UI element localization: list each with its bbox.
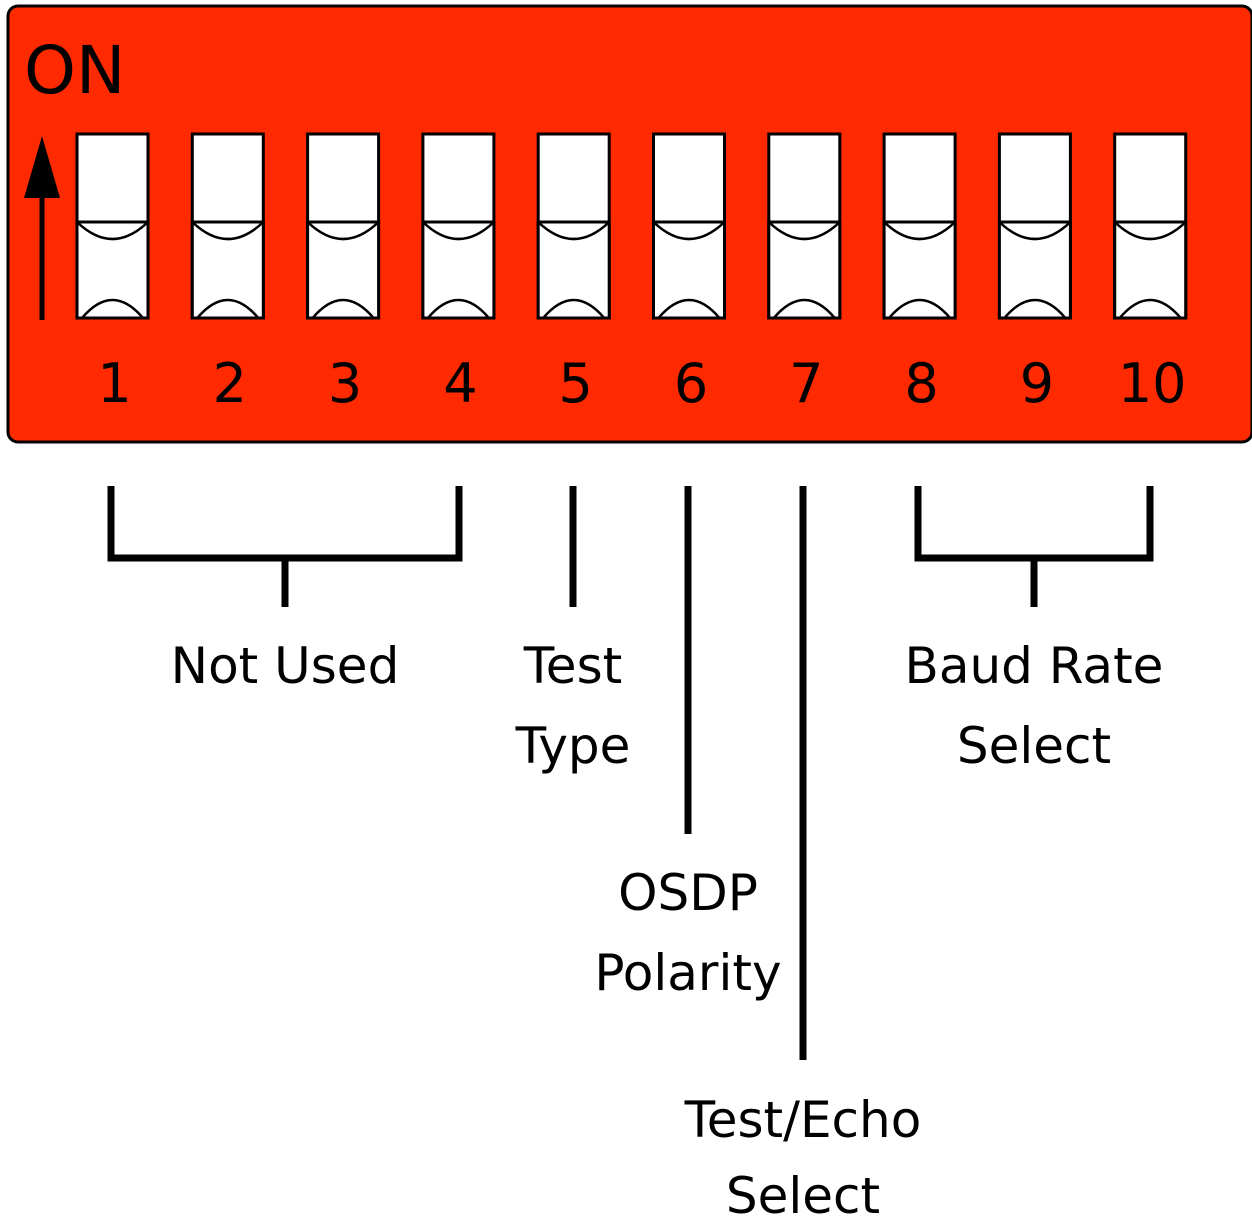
knob-top-arc: [422, 221, 495, 241]
baud-rate-label-line1: Baud Rate: [905, 637, 1164, 695]
knob-bottom-arc: [1118, 298, 1182, 319]
knob-bottom-arc: [311, 298, 375, 319]
knob-bottom-arc: [657, 298, 721, 319]
knob-bottom-arc: [1003, 298, 1067, 319]
switch-number-5: 5: [559, 352, 593, 415]
switch-body: [6, 4, 1252, 444]
knob-top-arc: [998, 221, 1072, 241]
knob-bottom-arc: [772, 298, 836, 319]
switch-knob[interactable]: [306, 220, 381, 320]
switch-knob[interactable]: [652, 220, 726, 320]
switch-knob[interactable]: [75, 220, 150, 320]
switch-number-4: 4: [443, 352, 477, 415]
knob-top-arc: [191, 221, 265, 241]
test-type-label-line2: Type: [515, 717, 631, 775]
dip-switch-8[interactable]: [882, 132, 957, 320]
knob-top-arc: [767, 221, 841, 241]
knob-top-arc: [537, 221, 611, 241]
switch-knob[interactable]: [421, 220, 496, 320]
switch-number-2: 2: [213, 352, 247, 415]
baud-rate-bracket: [914, 486, 1154, 562]
test-type-label-line1: Test: [523, 637, 622, 695]
switch-number-6: 6: [674, 352, 708, 415]
switch-number-8: 8: [904, 352, 938, 415]
switch-number-10: 10: [1118, 352, 1187, 415]
osdp-polarity-label-line2: Polarity: [594, 944, 781, 1002]
switch-number-7: 7: [789, 352, 823, 415]
knob-bottom-arc: [81, 298, 144, 319]
switch-knob[interactable]: [1113, 220, 1188, 320]
not-used-label: Not Used: [171, 637, 400, 695]
dip-switch-10[interactable]: [1113, 132, 1188, 320]
knob-bottom-arc: [426, 298, 490, 319]
knob-top-arc: [883, 221, 956, 241]
switch-array: 1 2 3 4 5 6 7 8 9 10: [75, 132, 1188, 415]
switch-knob[interactable]: [767, 220, 842, 320]
switch-knob[interactable]: [997, 220, 1072, 320]
switch-number-3: 3: [328, 352, 362, 415]
dip-switch-4[interactable]: [421, 132, 496, 320]
osdp-polarity-label-line1: OSDP: [618, 864, 758, 922]
not-used-bracket: [107, 486, 463, 562]
dip-switch-9[interactable]: [997, 132, 1072, 320]
test-echo-label-line1: Test/Echo: [684, 1091, 922, 1149]
knob-top-arc: [76, 221, 149, 241]
knob-top-arc: [306, 221, 380, 241]
dip-switch-7[interactable]: [767, 132, 842, 320]
baud-rate-label-line2: Select: [957, 717, 1111, 775]
switch-knob[interactable]: [536, 220, 611, 320]
knob-top-arc: [1113, 221, 1187, 241]
knob-bottom-arc: [542, 298, 606, 319]
on-label: ON: [24, 32, 125, 109]
up-arrow-icon: [24, 136, 60, 320]
dip-switch-1[interactable]: [75, 132, 150, 320]
knob-bottom-arc: [196, 298, 260, 319]
knob-top-arc: [652, 221, 726, 241]
dip-switch-6[interactable]: [652, 132, 726, 320]
switch-number-9: 9: [1020, 352, 1054, 415]
group-brackets: [107, 486, 1154, 1060]
switch-knob[interactable]: [882, 220, 957, 320]
test-echo-label-line2: Select: [726, 1167, 880, 1219]
switch-knob[interactable]: [190, 220, 265, 320]
dip-switch-5[interactable]: [536, 132, 611, 320]
dip-switch-2[interactable]: [190, 132, 265, 320]
knob-bottom-arc: [888, 298, 952, 319]
dip-switch-3[interactable]: [306, 132, 381, 320]
switch-number-1: 1: [97, 352, 131, 415]
